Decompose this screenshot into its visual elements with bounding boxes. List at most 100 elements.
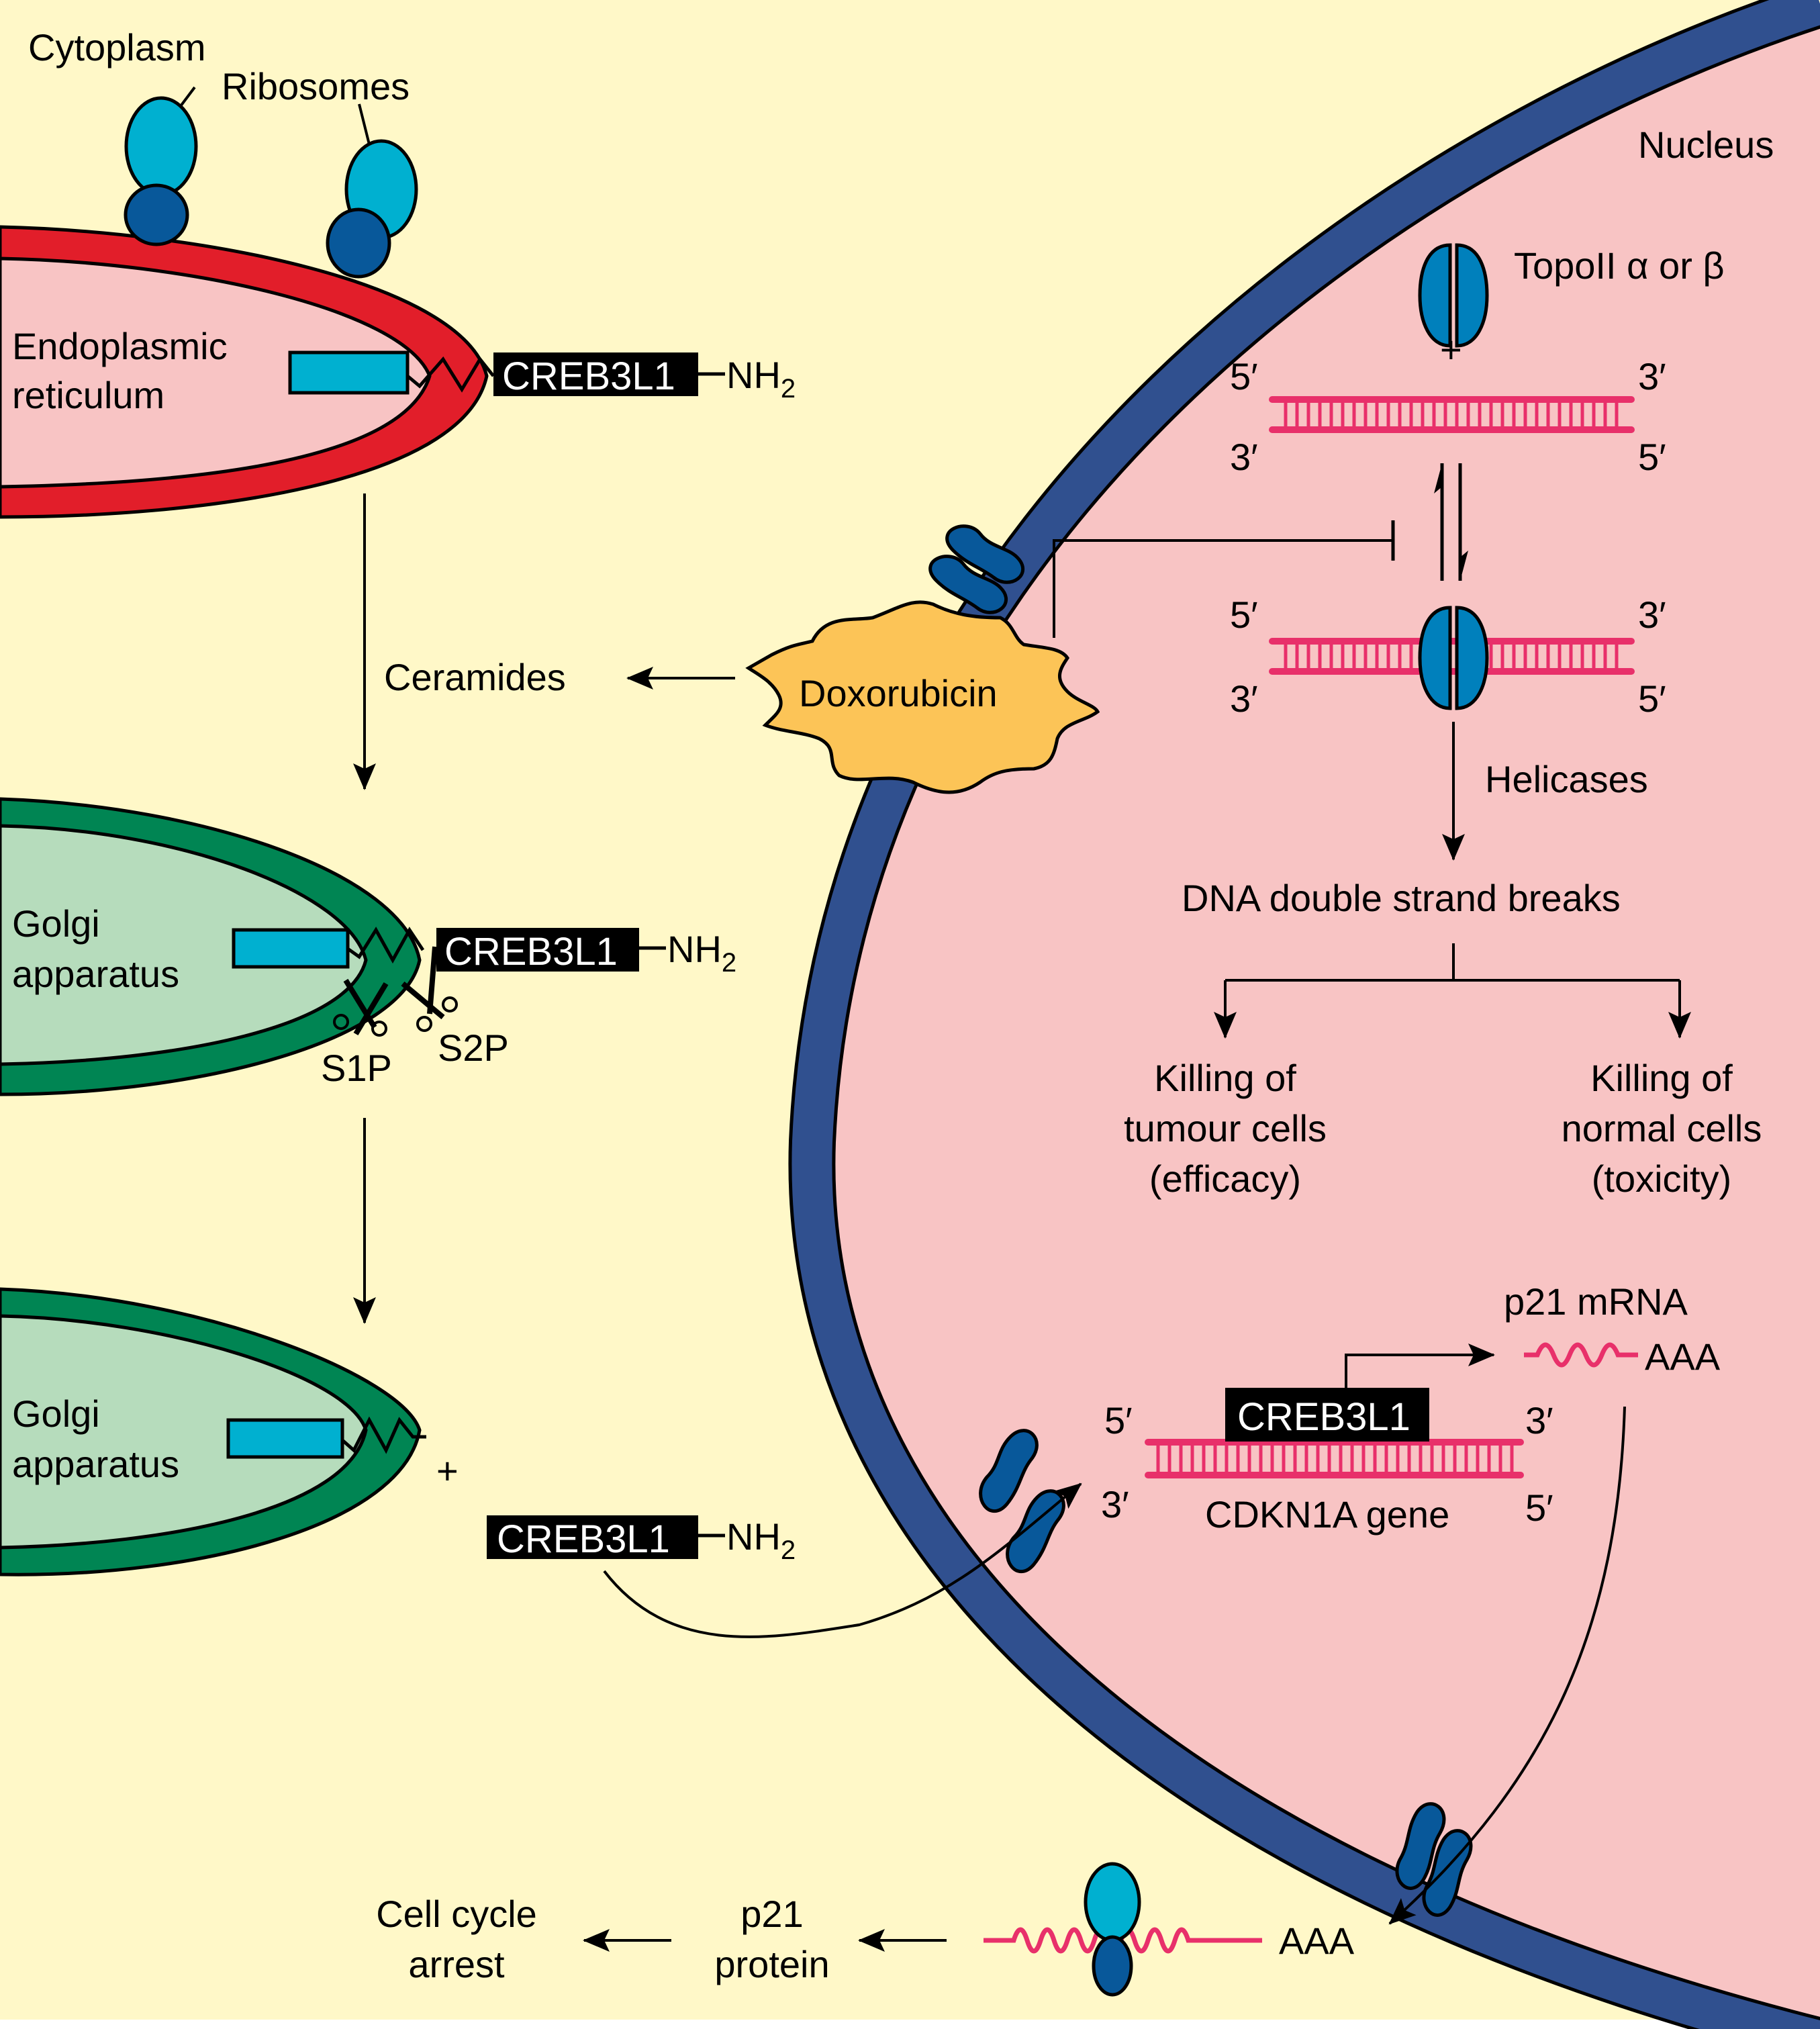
- ceramides-label: Ceramides: [384, 656, 566, 698]
- aaa-cytoplasmic-label: AAA: [1279, 1920, 1355, 1962]
- dna1-5prime-left: 5′: [1230, 355, 1258, 397]
- golgi-lumen: [0, 824, 368, 1066]
- p21-mrna-label: p21 mRNA: [1504, 1280, 1688, 1323]
- doxorubicin-starburst: [745, 600, 1100, 794]
- nuclear-pore-lower: [1395, 1802, 1473, 1917]
- s1p-label: S1P: [321, 1047, 392, 1089]
- dna1-5prime-right: 5′: [1638, 436, 1666, 478]
- cdkn1a-3prime-right: 3′: [1525, 1399, 1553, 1442]
- creb3l1-golgi-bound: CREB3L1 NH2: [232, 927, 736, 978]
- p21-mrna-nuclear: [1524, 1342, 1638, 1368]
- transmembrane-zigzag: [346, 927, 425, 964]
- dna-rungs: [1156, 1442, 1514, 1475]
- dna-rungs: [1284, 399, 1619, 430]
- p21-protein-line1: p21: [740, 1893, 803, 1935]
- dna2-3prime-left: 3′: [1230, 677, 1258, 720]
- doxorubicin-label: Doxorubicin: [799, 672, 998, 714]
- endoplasmic-reticulum: [0, 225, 489, 519]
- normal-line3: (toxicity): [1592, 1158, 1731, 1200]
- dna1-3prime-right: 3′: [1638, 355, 1666, 397]
- equilibrium-arrows: [1434, 463, 1468, 581]
- cell-cycle-line2: arrest: [408, 1943, 505, 1985]
- plus-sign-dna: +: [1440, 328, 1462, 371]
- transmembrane-zigzag: [406, 356, 495, 393]
- luminal-domain: [288, 350, 410, 395]
- plus-sign: +: [436, 1450, 459, 1492]
- creb3l1-label: CREB3L1: [1237, 1395, 1410, 1439]
- cdkn1a-3prime-left: 3′: [1101, 1483, 1129, 1525]
- luminal-domain: [232, 928, 350, 969]
- tumour-line2: tumour cells: [1124, 1107, 1327, 1149]
- nucleus-label: Nucleus: [1638, 124, 1774, 166]
- doxorubicin-inhibition-line: [1053, 539, 1393, 638]
- golgi-apparatus-1: [0, 797, 422, 1096]
- nucleus: [788, 0, 1820, 2029]
- bottom-white-strip: [0, 2020, 1820, 2029]
- er-label-line2: reticulum: [12, 374, 164, 416]
- normal-line2: normal cells: [1562, 1107, 1762, 1149]
- creb3l1-box: [487, 1515, 698, 1559]
- transmembrane-zigzag: [341, 1416, 426, 1454]
- tumour-line3: (efficacy): [1149, 1158, 1301, 1200]
- nh2-label: NH2: [726, 354, 796, 404]
- aaa-nuclear-label: AAA: [1645, 1335, 1721, 1378]
- golgi2-label-line2: apparatus: [12, 1443, 179, 1485]
- translating-ribosome: [1084, 1862, 1141, 1997]
- cleaved-luminal-remnant: [226, 1416, 426, 1459]
- golgi1-label-line1: Golgi: [12, 902, 100, 945]
- ribosome-large-subunit: [1084, 1862, 1141, 1942]
- creb3l1-label: CREB3L1: [444, 930, 618, 974]
- nuclear-pore-upper: [928, 524, 1024, 614]
- dna-duplex-free: [1269, 396, 1635, 433]
- cell-cycle-line1: Cell cycle: [376, 1893, 537, 1935]
- creb3l1-nuclear-import-arrow: [603, 1482, 1082, 1638]
- golgi2-label-line1: Golgi: [12, 1393, 100, 1435]
- ribosome-large-subunit: [124, 96, 198, 197]
- dna1-3prime-left: 3′: [1230, 436, 1258, 478]
- dna2-5prime-right: 5′: [1638, 677, 1666, 720]
- creb3l1-er: CREB3L1 NH2: [288, 350, 796, 404]
- ribosome-small-subunit: [124, 183, 189, 246]
- dna2-5prime-left: 5′: [1230, 594, 1258, 636]
- topoii-label: TopoII α or β: [1514, 244, 1725, 287]
- p21-protein-line2: protein: [714, 1943, 829, 1985]
- cdkn1a-5prime-right: 5′: [1525, 1487, 1553, 1529]
- nucleus-interior: [832, 20, 1820, 2020]
- dna-topoii-complex: [1269, 606, 1635, 710]
- nh2-label: NH2: [726, 1515, 796, 1565]
- golgi1-label-line2: apparatus: [12, 953, 179, 995]
- creb3l1-box: [1225, 1388, 1429, 1442]
- creb3l1-label: CREB3L1: [497, 1517, 670, 1561]
- ribosome-small-subunit: [326, 207, 391, 279]
- scissors-s2p-icon: [401, 946, 458, 1032]
- golgi-apparatus-2: [0, 1287, 422, 1576]
- normal-line1: Killing of: [1590, 1057, 1733, 1099]
- tumour-line1: Killing of: [1154, 1057, 1296, 1099]
- creb3l1-box: [493, 352, 698, 396]
- mrna-export-arrow: [1388, 1406, 1626, 1925]
- transcription-arrow: [1345, 1343, 1495, 1388]
- cytoplasm-label: Cytoplasm: [28, 26, 206, 68]
- ribosome-2: [326, 103, 418, 279]
- cdkn1a-gene: CREB3L1: [1145, 1388, 1524, 1478]
- er-label-line1: Endoplasmic: [12, 325, 228, 367]
- cdkn1a-label: CDKN1A gene: [1205, 1493, 1449, 1536]
- dsb-label: DNA double strand breaks: [1182, 877, 1621, 919]
- s2p-label: S2P: [438, 1027, 509, 1069]
- ribosomes-label: Ribosomes: [222, 65, 410, 107]
- ribosome-1: [124, 86, 198, 246]
- helicases-label: Helicases: [1485, 758, 1648, 800]
- cdkn1a-5prime-left: 5′: [1104, 1399, 1133, 1442]
- creb3l1-box: [436, 928, 639, 972]
- nh2-label: NH2: [667, 928, 736, 978]
- luminal-domain: [226, 1418, 344, 1459]
- topoii-free: [1418, 243, 1489, 348]
- nuclear-envelope-fill: [792, 0, 1820, 2029]
- creb3l1-label: CREB3L1: [502, 355, 675, 398]
- ribosome-small-subunit: [1092, 1935, 1133, 1997]
- dna2-3prime-right: 3′: [1638, 594, 1666, 636]
- creb3l1-released: CREB3L1 NH2: [487, 1515, 796, 1565]
- doxorubicin: Doxorubicin: [745, 600, 1100, 794]
- scissors-s1p-icon: [333, 978, 389, 1037]
